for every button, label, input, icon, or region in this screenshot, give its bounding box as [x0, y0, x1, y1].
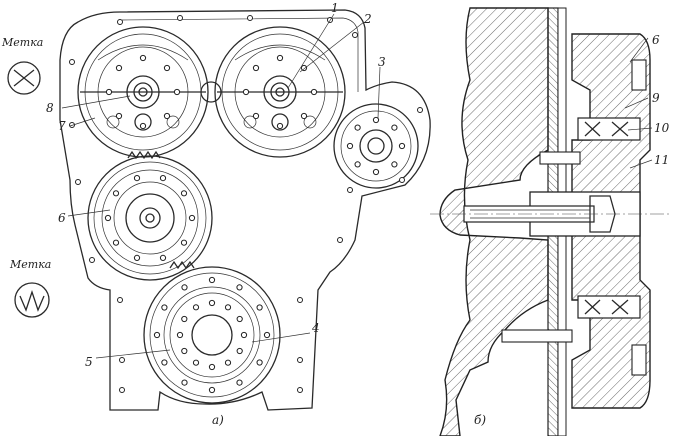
ring-bolt-hole	[188, 214, 196, 222]
ring-bolt-hole	[276, 122, 284, 130]
ring-bolt-hole	[181, 347, 188, 355]
ring-bolt-hole	[372, 168, 380, 176]
ring-bolt-hole	[236, 315, 243, 323]
ring-bolt-hole	[192, 304, 200, 311]
ring-bolt-hole	[153, 331, 161, 339]
ring-bolt-hole	[236, 379, 243, 386]
ring-bolt-hole	[133, 254, 141, 261]
ring-bolt-hole	[300, 112, 308, 120]
ring-bolt-hole	[159, 254, 167, 261]
ring-bolt-hole	[163, 64, 171, 72]
ring-bolt-hole	[161, 359, 168, 366]
ring-bolt-hole	[181, 379, 188, 386]
ring-bolt-hole	[115, 112, 123, 120]
ring-bolt-hole	[105, 88, 113, 96]
ring-bolt-hole	[236, 284, 243, 291]
label-part-7: 7	[58, 119, 66, 133]
view-a	[59, 9, 431, 411]
ring-bolt-hole	[173, 88, 181, 96]
ring-bolt-hole	[139, 122, 147, 130]
ring-bolt-hole	[236, 347, 243, 355]
mark-bottom: Метка	[9, 258, 51, 318]
label-part-1: 1	[331, 1, 339, 15]
ring-bolt-hole	[346, 142, 354, 150]
ring-bolt-hole	[276, 54, 284, 62]
ring-bolt-hole	[133, 175, 141, 182]
label-part-6-left: 6	[58, 211, 66, 225]
ring-bolts	[104, 54, 406, 394]
label-part-6-right: 6	[652, 33, 660, 47]
ring-bolt-hole	[240, 331, 248, 339]
label-part-11: 11	[654, 153, 669, 167]
ring-bolt-hole	[104, 214, 112, 222]
ring-bolt-hole	[391, 124, 398, 131]
label-part-3: 3	[378, 55, 386, 69]
ring-bolt-hole	[263, 331, 271, 339]
ring-bolt-hole	[208, 386, 216, 394]
ring-bolt-hole	[161, 304, 168, 311]
ring-bolt-hole	[180, 190, 188, 197]
gear-3	[333, 103, 419, 189]
leader-lines	[61, 13, 381, 359]
ring-bolt-hole	[176, 331, 184, 339]
caption-b: б)	[474, 413, 486, 427]
ring-bolt-hole	[398, 142, 406, 150]
caption-a: а)	[212, 413, 224, 427]
ring-bolt-hole	[139, 54, 147, 62]
mark-bottom-label: Метка	[9, 258, 51, 271]
gear-2	[214, 26, 346, 158]
ring-bolt-hole	[242, 88, 250, 96]
ring-bolt-hole	[354, 161, 361, 168]
mark-top-label: Метка	[1, 36, 43, 49]
ring-bolt-hole	[391, 161, 398, 168]
ring-bolt-hole	[192, 359, 200, 366]
ring-bolt-hole	[208, 299, 216, 307]
label-part-8: 8	[46, 101, 54, 115]
ring-bolt-hole	[256, 359, 263, 366]
ring-bolt-hole	[180, 239, 188, 246]
label-part-4: 4	[311, 321, 320, 335]
gear-7	[77, 26, 209, 158]
ring-bolt-hole	[159, 175, 167, 182]
ring-bolt-hole	[181, 315, 188, 323]
ring-bolt-hole	[372, 116, 380, 124]
ring-bolt-hole	[354, 124, 361, 131]
ring-bolt-hole	[252, 112, 260, 120]
housing-outline	[59, 9, 431, 411]
label-part-5: 5	[85, 355, 93, 369]
ring-bolt-hole	[112, 190, 120, 197]
ring-bolt-hole	[224, 304, 232, 311]
mark-top: Метка	[1, 36, 43, 95]
section-housing	[439, 7, 549, 436]
label-part-10: 10	[654, 121, 670, 135]
ring-bolt-hole	[208, 363, 216, 371]
ring-bolt-hole	[256, 304, 263, 311]
ring-bolt-hole	[208, 276, 216, 284]
ring-bolt-hole	[181, 284, 188, 291]
ring-bolt-hole	[300, 64, 308, 72]
ring-bolt-hole	[115, 64, 123, 72]
ring-bolt-hole	[310, 88, 318, 96]
ring-bolt-hole	[112, 239, 120, 246]
label-part-2: 2	[363, 12, 372, 26]
perimeter-bolts	[69, 15, 423, 393]
ring-bolt-hole	[224, 359, 232, 366]
ring-bolt-hole	[252, 64, 260, 72]
label-part-9: 9	[652, 91, 660, 105]
ring-bolt-hole	[163, 112, 171, 120]
view-b	[430, 7, 670, 436]
gear-4	[143, 266, 281, 404]
